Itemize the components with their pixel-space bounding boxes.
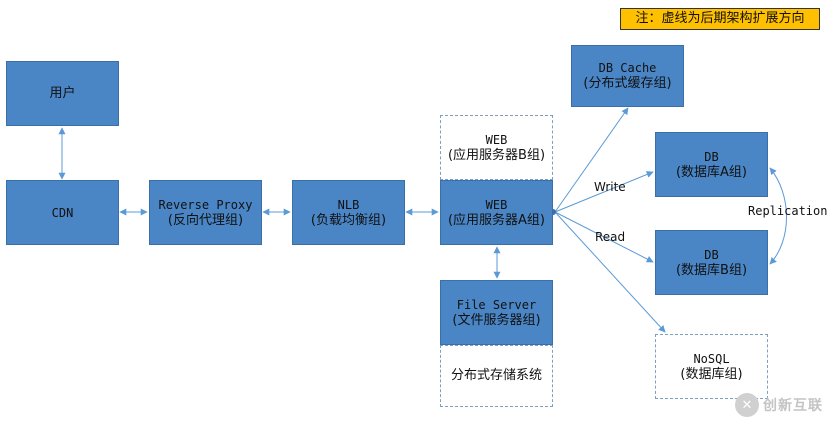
node-web-b-subtitle: (应用服务器B组) — [447, 147, 546, 163]
edge-label-replication: Replication — [748, 204, 828, 218]
node-db-a-subtitle: (数据库A组) — [675, 164, 748, 180]
edge-web-dba — [554, 171, 654, 213]
node-web-a: WEB (应用服务器A组) — [440, 180, 553, 245]
node-nlb: NLB (负载均衡组) — [292, 180, 405, 245]
node-reverse-proxy: Reverse Proxy (反向代理组) — [149, 180, 262, 245]
node-nosql-title: NoSQL — [693, 351, 730, 366]
edge-web-nosql — [554, 211, 666, 333]
node-db-b: DB (数据库B组) — [655, 230, 768, 295]
node-web-a-subtitle: (应用服务器A组) — [447, 212, 546, 228]
legend-note: 注：虚线为后期架构扩展方向 — [620, 8, 820, 30]
edge-web-dbb — [554, 211, 654, 263]
node-distributed-storage-label: 分布式存储系统 — [450, 368, 542, 383]
node-web-b: WEB (应用服务器B组) — [440, 115, 553, 180]
node-db-cache: DB Cache (分布式缓存组) — [571, 45, 684, 107]
edge-label-read: Read — [595, 230, 626, 244]
watermark: ✕ 创新互联 — [735, 391, 831, 419]
node-reverse-proxy-title: Reverse Proxy — [158, 197, 253, 212]
watermark-text: 创新互联 — [763, 398, 823, 414]
node-nlb-title: NLB — [337, 197, 360, 212]
edge-label-write: Write — [594, 180, 626, 194]
node-db-b-subtitle: (数据库B组) — [675, 262, 748, 278]
node-db-b-title: DB — [704, 247, 719, 262]
node-reverse-proxy-subtitle: (反向代理组) — [167, 212, 244, 228]
edge-replication — [769, 167, 787, 265]
node-distributed-storage: 分布式存储系统 — [440, 345, 553, 407]
node-db-a-title: DB — [704, 149, 719, 164]
logo-x-icon: ✕ — [735, 393, 759, 417]
node-db-cache-title: DB Cache — [598, 61, 657, 75]
node-file-server-subtitle: (文件服务器组) — [452, 312, 541, 328]
node-web-a-title: WEB — [485, 197, 508, 212]
node-nosql: NoSQL (数据库组) — [655, 334, 768, 399]
node-file-server-title: File Server — [456, 297, 537, 312]
node-user: 用户 — [6, 61, 119, 126]
node-file-server: File Server (文件服务器组) — [440, 280, 553, 345]
node-web-b-title: WEB — [485, 132, 508, 147]
node-nosql-subtitle: (数据库组) — [680, 366, 743, 382]
node-user-label: 用户 — [49, 85, 76, 101]
node-cdn: CDN — [6, 180, 119, 245]
node-db-cache-subtitle: (分布式缓存组) — [583, 76, 672, 91]
node-db-a: DB (数据库A组) — [655, 132, 768, 197]
edge-web-dbcache — [554, 107, 629, 213]
node-nlb-subtitle: (负载均衡组) — [310, 212, 387, 228]
node-cdn-label: CDN — [51, 205, 74, 220]
